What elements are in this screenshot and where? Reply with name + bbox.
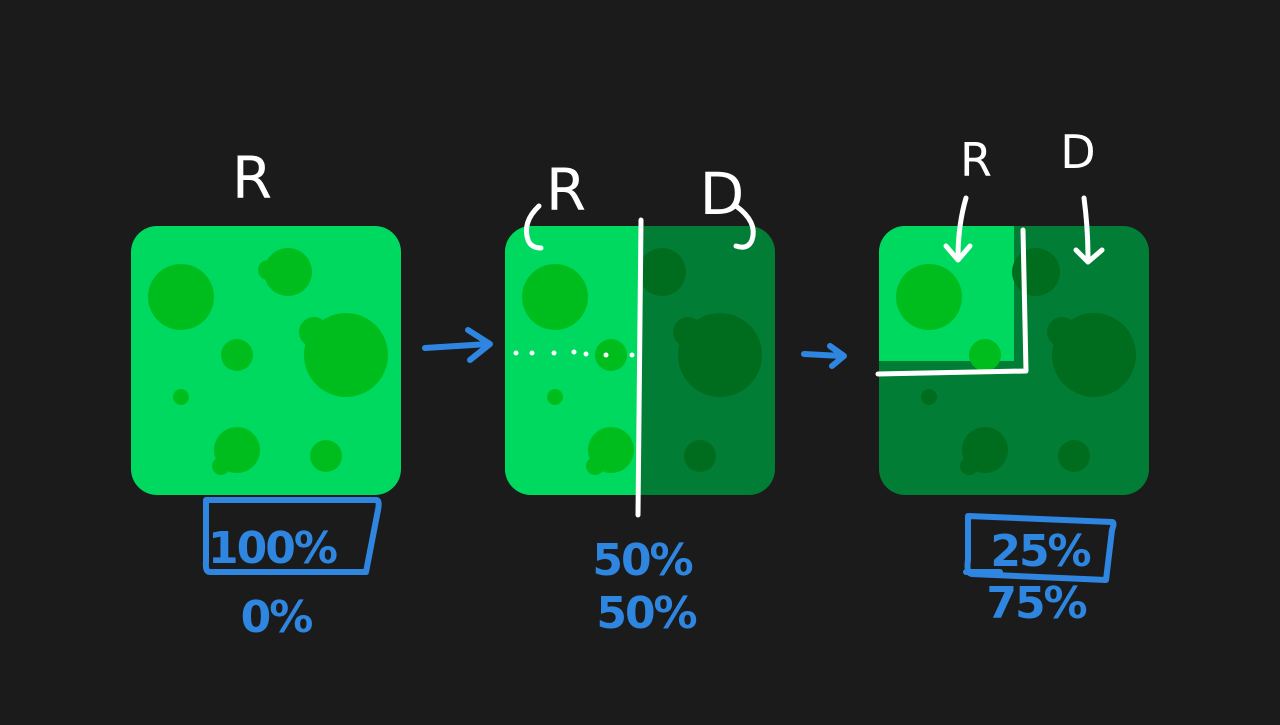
panel-2-percent-bottom: 50% [596,588,696,639]
spot [638,248,686,296]
panel-3: R D 25% [875,125,1149,629]
spot [921,389,937,405]
spot [969,339,1001,371]
spot [684,440,716,472]
arrow-1-head [465,327,493,363]
panel-3-quadrant-line [875,227,1029,377]
spot [310,440,342,472]
panel-3-percent-top: 25% [990,526,1090,577]
panel-2-dotted-line [513,349,635,358]
panel-2-percent-top: 50% [592,535,692,586]
panel-3-arrow-right-shaft [1081,195,1091,261]
panel-3-highlight-box [964,513,1117,583]
arrow-2 [801,343,847,369]
spot [896,264,962,330]
spot [673,317,703,347]
spot [547,389,563,405]
arrow-1 [422,327,493,363]
panel-2: R D [505,156,775,639]
panel-1: R 100% 0% [131,144,401,643]
panel-2-curl-left [523,203,544,251]
spot [522,264,588,330]
spot [586,457,604,475]
panel-1-percent-top: 100% [208,523,337,574]
spot [173,389,189,405]
panel-3-arrow-left-shaft [955,195,969,261]
panel-3-label-d: D [1060,125,1095,179]
spot [264,248,312,296]
arrow-2-shaft [801,351,845,359]
spot [960,457,978,475]
spot [221,339,253,371]
spot [1012,248,1060,296]
spot [212,457,230,475]
spot [148,264,214,330]
panel-2-curl-right [733,203,756,250]
spot [1047,317,1077,347]
panel-3-arrow-left-head [943,243,973,263]
panel-1-label-r: R [232,144,272,212]
spot [299,317,329,347]
panel-1-percent-bottom: 0% [241,592,313,643]
panel-1-highlight-box [202,497,382,575]
panel-2-label-d: D [700,160,745,228]
spot [1058,440,1090,472]
panel-2-divider [635,217,644,518]
spot [595,339,627,371]
panel-3-percent-bottom: 75% [986,578,1086,629]
panel-2-spots-light [522,264,634,475]
panel-3-arrow-right-head [1073,247,1105,265]
panel-1-spots [148,248,388,475]
arrow-2-head [827,343,847,369]
panel-3-spots-light [896,264,1001,371]
panel-3-label-r: R [960,133,992,187]
arrow-1-shaft [422,341,491,351]
panel-2-label-r: R [546,156,586,224]
panel-2-spots-dark [638,248,762,472]
panel-3-spots-dark [921,248,1136,475]
spot [258,260,278,280]
